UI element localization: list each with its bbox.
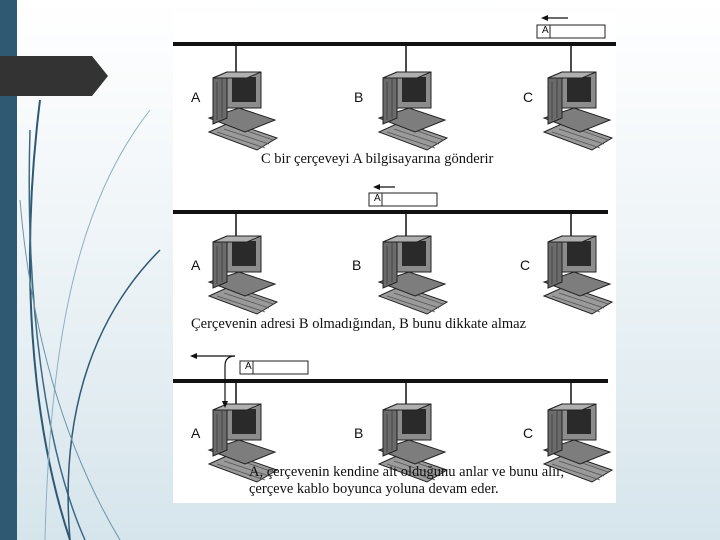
node-label-c-1: C bbox=[523, 89, 534, 105]
node-label-b-2: B bbox=[352, 257, 362, 273]
caption-step-3-line-2: çerçeve kablo boyunca yoluna devam eder. bbox=[249, 481, 499, 497]
node-label-c-2: C bbox=[520, 257, 531, 273]
computer-c-2 bbox=[543, 235, 613, 315]
caption-step-3-line-1: A, çerçevenin kendine ait olduğunu anlar… bbox=[249, 464, 565, 480]
computer-a-1 bbox=[208, 71, 278, 151]
caption-step-3: A, çerçevenin kendine ait olduğunu anlar… bbox=[249, 464, 619, 498]
computer-c-1 bbox=[543, 71, 613, 151]
arrow-3-down bbox=[224, 355, 236, 404]
network-diagram: A A A A B C C bir çerçeveyi A bilgisayar… bbox=[173, 12, 616, 503]
decorative-curves bbox=[19, 99, 161, 540]
node-label-a-3: A bbox=[191, 425, 201, 441]
caption-step-1: C bir çerçeveyi A bilgisayarına gönderir bbox=[261, 151, 494, 167]
node-label-c-3: C bbox=[523, 425, 534, 441]
node-label-a-2: A bbox=[191, 257, 201, 273]
frame-address-1: A bbox=[542, 25, 549, 36]
node-label-a-1: A bbox=[191, 89, 201, 105]
slide-tab-shape bbox=[0, 56, 108, 96]
slide-left-bar bbox=[0, 0, 17, 540]
caption-step-2: Çerçevenin adresi B olmadığından, B bunu… bbox=[191, 316, 527, 332]
computer-b-2 bbox=[378, 235, 448, 315]
computer-a-2 bbox=[208, 235, 278, 315]
node-label-b-3: B bbox=[354, 425, 364, 441]
node-label-b-1: B bbox=[354, 89, 364, 105]
diagram-graphics bbox=[173, 15, 616, 483]
frame-address-3: A bbox=[245, 361, 252, 372]
computer-b-1 bbox=[378, 71, 448, 151]
frame-address-2: A bbox=[374, 193, 381, 204]
